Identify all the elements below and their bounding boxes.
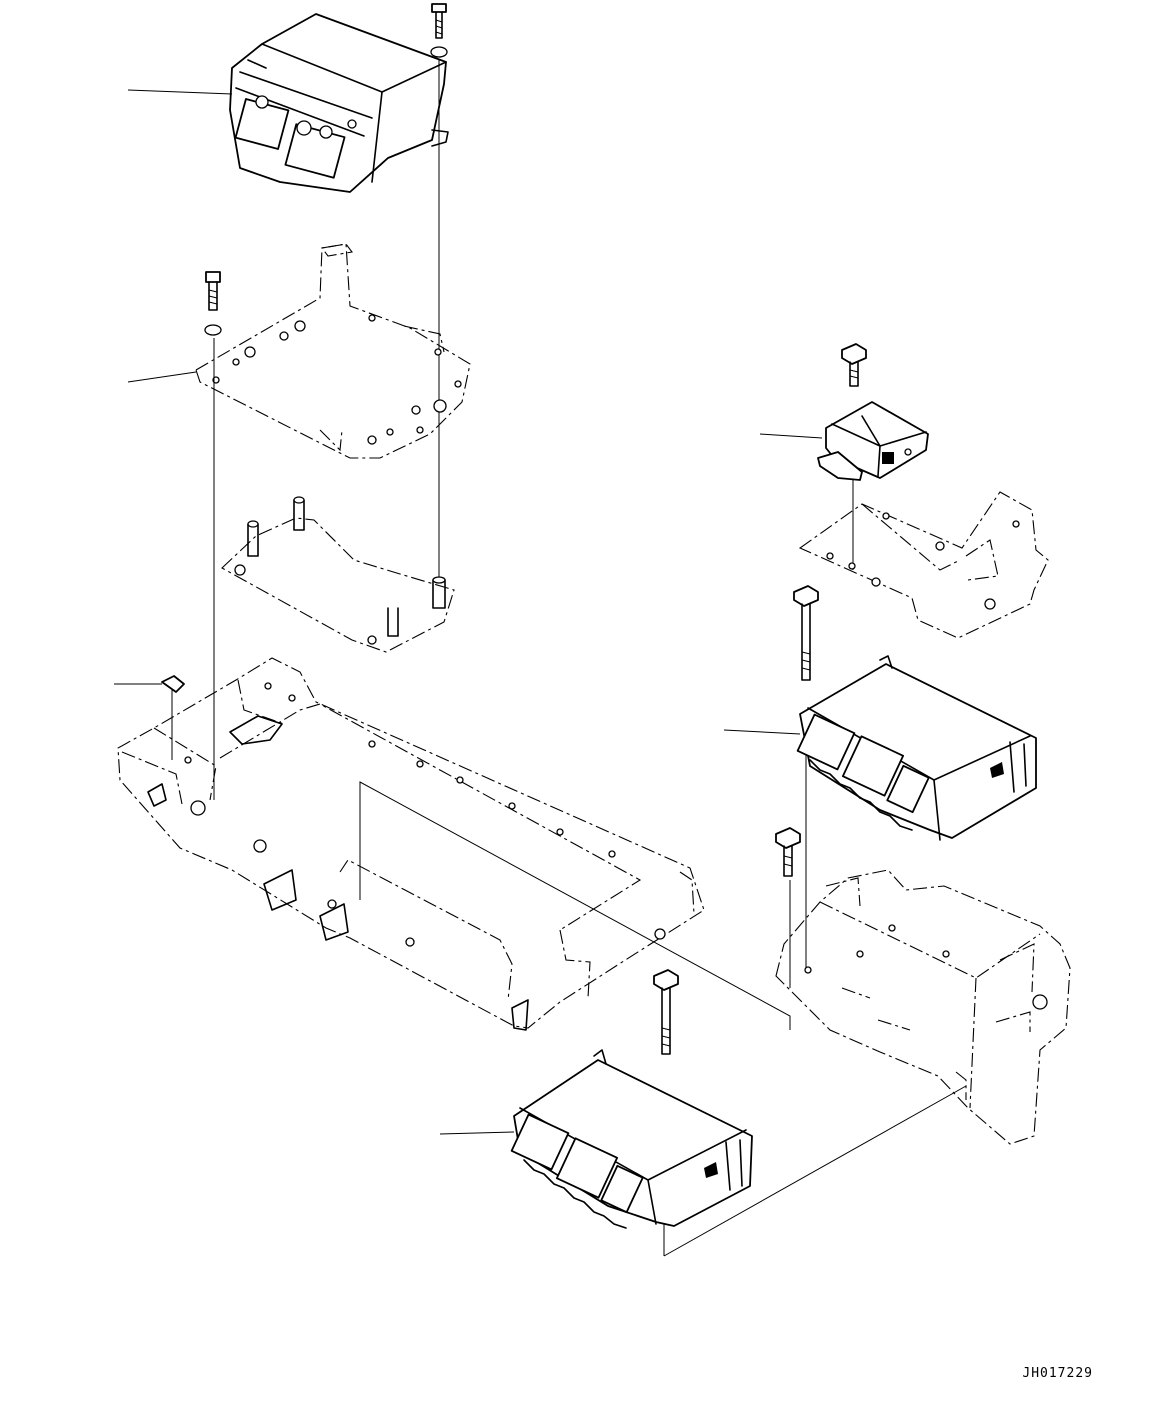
leader-line-bracket <box>128 372 196 382</box>
reference-line-lower <box>664 1086 966 1256</box>
leader-line-ecu-bottom <box>440 1132 514 1134</box>
leader-line-ecu-right <box>724 730 800 734</box>
main-frame <box>118 658 704 1030</box>
bolt-small-module <box>842 344 866 386</box>
bolt-long-right <box>794 586 818 680</box>
small-module <box>818 402 928 480</box>
spacer-plate <box>222 497 454 652</box>
small-clip <box>162 676 184 760</box>
washer-top <box>431 47 447 57</box>
controller-ecu-right <box>798 656 1036 840</box>
bolt-lower-right <box>776 828 800 876</box>
washer-left <box>205 325 221 335</box>
mounting-bracket-right-lower <box>776 870 1070 1144</box>
top-controller-unit <box>230 14 448 192</box>
drawing-id-label: JH017229 <box>1022 1366 1093 1381</box>
frame-reference-line <box>360 782 790 1030</box>
mounting-bracket-right <box>800 492 1048 638</box>
controller-ecu-bottom <box>512 1050 752 1228</box>
leader-line-small-module <box>760 434 822 438</box>
bolt-bottom <box>654 970 678 1054</box>
mounting-bracket-upper <box>196 244 470 458</box>
bolt-top <box>432 4 446 38</box>
leader-line-top-controller <box>128 90 232 94</box>
bolt-left <box>206 272 220 310</box>
